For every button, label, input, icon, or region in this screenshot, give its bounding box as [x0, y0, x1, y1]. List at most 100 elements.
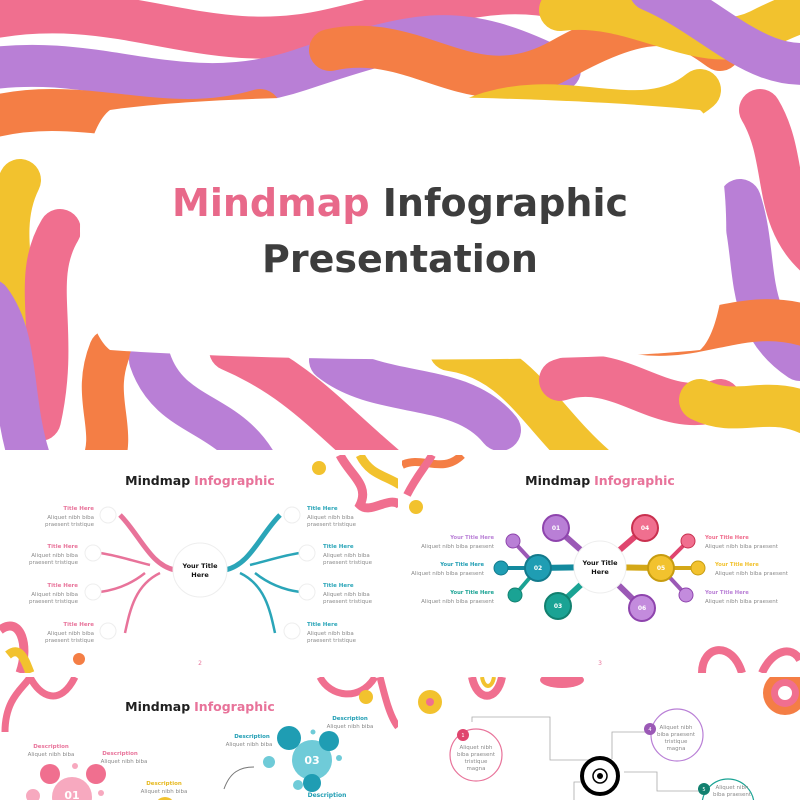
text-label: Aliquet nibh biba	[226, 742, 273, 748]
smiley-flower-icon	[409, 500, 423, 514]
gear-icon	[283, 506, 301, 524]
svg-text:Mindmap Infographic: Mindmap Infographic	[125, 699, 275, 714]
text-label: Aliquet nibh biba	[28, 752, 75, 758]
text-label: 02	[534, 565, 542, 572]
text-label: praesent tristique	[45, 638, 95, 644]
text-label: Aliquet nibh biba	[307, 631, 354, 637]
text-label: Mindmap	[125, 699, 190, 714]
smiley-flower-icon	[312, 461, 326, 475]
text-label: magna	[666, 746, 685, 752]
text-label: Title Here	[323, 583, 354, 589]
text-label: biba praesent	[713, 792, 752, 798]
text-label: 5	[702, 787, 705, 793]
text-label: tristique	[465, 759, 488, 765]
title-blob	[80, 96, 727, 360]
cover-slide[interactable]: Mindmap Infographic Presentation	[0, 0, 800, 450]
text-label: 01	[552, 525, 560, 532]
decor-waves	[402, 455, 800, 673]
text-label: 4	[648, 727, 651, 733]
text-label: biba praesent	[457, 752, 496, 758]
text-label: 04	[641, 525, 649, 532]
text-label: Aliquet nibh	[715, 785, 749, 791]
bubble-01	[52, 777, 92, 800]
slide-thumbnail-2[interactable]: Mindmap Infographic Your Title Here Titl…	[0, 455, 398, 673]
text-label: Aliquet nibh biba praesent	[705, 599, 779, 605]
small-icon-nodes	[493, 533, 706, 603]
text-label: Your Title	[581, 559, 618, 567]
text-label: Aliquet nibh	[659, 725, 693, 731]
text-label: 06	[638, 605, 646, 612]
node-05: 05	[647, 554, 675, 582]
text-label: Aliquet nibh	[459, 745, 493, 751]
cover-title: Mindmap Infographic Presentation	[0, 175, 800, 287]
text-label: 01	[64, 789, 79, 800]
people-icon	[298, 544, 316, 562]
text-label: 1	[461, 733, 464, 739]
node-03: 03	[544, 592, 572, 620]
text-label: Aliquet nibh biba	[323, 553, 370, 559]
text-label: Title Here	[47, 544, 78, 550]
text-label: Aliquet nibh biba praesent	[705, 544, 779, 550]
text-label: Aliquet nibh biba	[47, 631, 94, 637]
text-label: Your Title Here	[704, 535, 749, 541]
text-label: 03	[304, 754, 319, 767]
brain-icon	[507, 587, 523, 603]
text-label: Description	[33, 744, 69, 750]
text-label: tristique	[665, 739, 688, 745]
text-label: Title Here	[307, 506, 338, 512]
text-label: Aliquet nibh biba	[141, 789, 188, 795]
text-label: Description	[332, 716, 368, 722]
text-label: Aliquet nibh biba	[31, 553, 78, 559]
title-rest: Infographic	[382, 181, 628, 225]
gear-icon	[690, 560, 706, 576]
decor-waves	[0, 455, 398, 673]
title-accent: Mindmap	[172, 181, 370, 225]
text-label: Title Here	[307, 622, 338, 628]
target-icon	[99, 506, 117, 524]
slide-thumbnail-3[interactable]: Mindmap Infographic 01 02 03 04 05 06 Yo…	[402, 455, 800, 673]
text-label: Mindmap	[525, 473, 590, 488]
text-label: Aliquet nibh biba	[327, 724, 374, 730]
flower-icon	[73, 653, 85, 665]
text-label: Infographic	[194, 473, 275, 488]
text-label: Your Title Here	[449, 590, 494, 596]
text-label: 05	[657, 565, 665, 572]
target-icon	[505, 533, 521, 549]
text-label: Your Title Here	[704, 590, 749, 596]
text-label: Here	[591, 568, 609, 576]
text-label: 03	[554, 603, 562, 610]
people-icon	[303, 774, 321, 792]
brain-icon	[84, 583, 102, 601]
text-label: Your Title Here	[439, 562, 484, 568]
arrow-icon	[223, 766, 255, 790]
people-icon	[678, 587, 694, 603]
node-01: 01	[542, 514, 570, 542]
text-label: Aliquet nibh biba	[47, 515, 94, 521]
text-label: praesent tristique	[323, 599, 373, 605]
pie-chart-icon	[680, 533, 696, 549]
text-label: biba praesent	[657, 732, 696, 738]
text-label: Infographic	[194, 699, 275, 714]
text-label: Title Here	[323, 544, 354, 550]
text-label: Aliquet nibh biba praesent	[421, 544, 495, 550]
text-label: Aliquet nibh biba	[101, 759, 148, 765]
text-label: Aliquet nibh biba praesent	[715, 571, 789, 577]
text-label: Aliquet nibh biba	[323, 592, 370, 598]
target-icon	[40, 764, 60, 784]
database-icon	[493, 560, 509, 576]
text-label: magna	[466, 766, 485, 772]
text-label: Title Here	[47, 583, 78, 589]
left-branches	[99, 513, 176, 634]
right-branches	[224, 513, 301, 634]
text-label: Aliquet nibh biba praesent	[411, 571, 485, 577]
database-icon	[319, 731, 339, 751]
